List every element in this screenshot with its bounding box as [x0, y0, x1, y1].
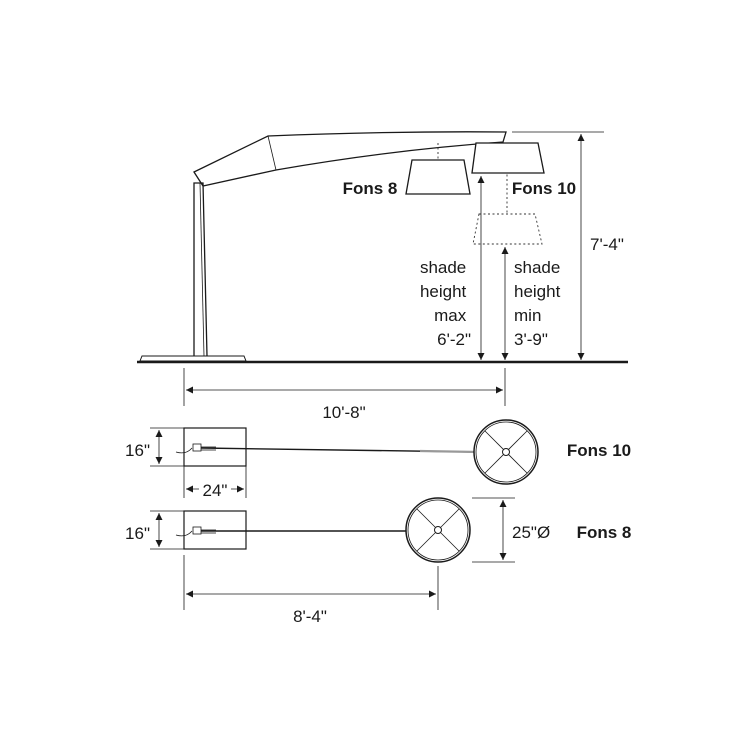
fons10-shade-side: [471, 142, 545, 174]
shade-inner-ring-fons10: [475, 421, 537, 483]
lamp-pole: [193, 182, 208, 357]
socket-fons10: [502, 448, 510, 456]
fons10-shade-lowered: [472, 213, 543, 245]
reach8-label: 8'-4": [293, 607, 327, 626]
cord-fons8: [175, 530, 193, 537]
overall-height-label: 7'-4": [590, 235, 624, 254]
lamp-base-side: [139, 355, 247, 362]
arm-hinge: [193, 171, 204, 187]
shade-inner-ring-fons8: [407, 499, 469, 561]
fons8-side-label: Fons 8: [343, 179, 398, 198]
arm-joint: [267, 135, 277, 171]
width-label-bg: [199, 480, 231, 498]
fons8-shade-side: [405, 159, 471, 195]
diameter-label: 25"Ø: [512, 523, 550, 542]
pole-edge: [199, 182, 205, 357]
arm-tip-fons10: [419, 449, 479, 454]
shade-min-label: shade height min 3'-9": [514, 258, 565, 349]
plan-fons8: 16" 25"Ø Fons 8 8'-4": [125, 497, 632, 626]
side-elevation: Fons 8 Fons 10 shade height max 6'-2" sh…: [137, 131, 628, 422]
width-label: 24": [203, 481, 228, 500]
shade-max-label: shade height max 6'-2": [420, 258, 471, 349]
fons10-plan-label: Fons 10: [567, 441, 631, 460]
depth-top-label: 16": [125, 441, 150, 460]
plan-fons10: 16" 24" Fons 10: [125, 419, 631, 500]
socket-fons8: [434, 526, 442, 534]
fons10-side-label: Fons 10: [512, 179, 576, 198]
cord-fons10: [175, 447, 193, 454]
reach10-label: 10'-8": [322, 403, 365, 422]
fons8-plan-label: Fons 8: [577, 523, 632, 542]
switch-fons10: [192, 443, 202, 452]
depth-bottom-label: 16": [125, 524, 150, 543]
lamp-arm: [193, 131, 507, 187]
